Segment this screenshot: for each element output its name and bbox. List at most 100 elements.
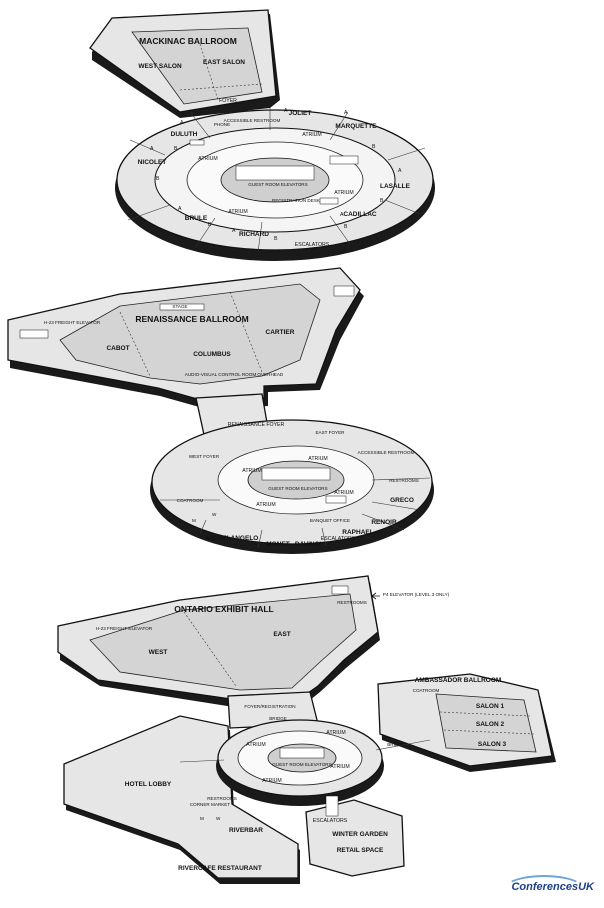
bridge-label-1: BRIDGE [269,716,287,721]
level-3: ONTARIO EXHIBIT HALL H-23 FREIGHT ELEVAT… [57,575,556,884]
rivercafe-label: RIVERCAFE RESTAURANT [178,865,262,872]
davinci-label: DAVINCI [295,541,321,548]
phone-label: PHONE [214,122,230,127]
columbus-label: COLUMBUS [193,351,231,358]
atrium-label-11: ATRIUM [330,764,350,770]
atrium-label-4: ATRIUM [228,209,248,215]
greco-label: GRECO [390,497,414,504]
cartier-label: CARTIER [266,329,295,336]
escalators-label: ESCALATORS [295,242,330,248]
level2-elevator-bank [261,467,331,481]
east-salon-label: EAST SALON [203,59,245,66]
lasalle-label: LASALLE [380,183,411,190]
restrooms-label-4: RESTROOMS [207,796,237,801]
bridge-label-2: BRIDGE [387,742,405,747]
monet-label: MONET [266,541,290,548]
p4-arrow-icon [371,592,380,600]
level2-stage [159,303,205,311]
room-a-brule: A [178,206,182,212]
atrium-label-3: ATRIUM [334,190,354,196]
room-b-cadillac: B [344,224,348,230]
escalators-label-2: ESCALATORS [321,536,356,542]
restroom-m-label-3: M [200,816,204,821]
guest-room-elevators-label-2: GUEST ROOM ELEVATORS [268,486,327,491]
room-a-joliet: A [284,108,288,114]
atrium-label-2: ATRIUM [302,132,322,138]
west-salon-label: WEST SALON [138,63,182,70]
banquet-office-label: BANQUET OFFICE [310,518,350,523]
guest-room-elevators-label-3: GUEST ROOM ELEVATORS [272,762,331,767]
room-b-richard: B [274,236,278,242]
room-b-lasalle: B [380,198,384,204]
marquette-label: MARQUETTE [335,123,377,130]
atrium-label-8: ATRIUM [256,502,276,508]
level2-renaissance-ballroom [59,283,321,385]
foyer-registration-label: FOYER/REGISTRATION [244,704,295,709]
renoir-label: RENOIR [371,519,397,526]
conferencesuk-logo: ConferencesUK [505,875,594,893]
duluth-label: DULUTH [171,131,198,138]
riverbar-label: RIVERBAR [229,827,263,834]
atrium-label-1: ATRIUM [198,156,218,162]
restrooms-label-2: RESTROOMS [389,478,419,483]
restroom-w-label-3: W [216,816,221,821]
brule-label: BRULE [185,215,208,222]
winter-garden-label: WINTER GARDEN [332,831,388,838]
salon-2-label: SALON 2 [476,721,505,728]
level3-ambassador-salons [435,693,537,753]
east-label: EAST [273,631,290,638]
freight-elevator-label-3: H-23 FREIGHT ELEVATOR [96,626,153,631]
p4-elevator-label: P4 ELEVATOR (LEVEL 3 ONLY) [383,592,450,597]
room-a-marquette: A [344,110,348,116]
level1-elevator-bank [235,165,315,181]
coatroom-label-2: COATROOM [177,498,204,503]
west-label: WEST [149,649,168,656]
restrooms-label-3: RESTROOMS [337,600,367,605]
east-foyer-label: EAST FOYER [315,430,345,435]
registration-desk-label: REGISTRATION DESK [272,198,321,203]
escalators-label-3: ESCALATORS [313,818,348,824]
foyer-label: FOYER [219,98,237,104]
level3-elevator-bank [279,747,325,759]
michelangelo-label: MICHELANGELO [206,535,259,542]
restroom-m-label-2: M [192,518,196,523]
level3-ontario-exhibit-hall [89,593,357,691]
level-1: MACKINAC BALLROOM WEST SALON EAST SALON … [89,9,435,261]
atrium-label-10: ATRIUM [326,730,346,736]
logo-swoosh-icon [505,875,584,901]
level-2: H-23 FREIGHT ELEVATOR STAGE RENAISSANCE … [7,267,434,554]
salon-3-label: SALON 3 [478,741,507,748]
room-b-brule: B [208,222,212,228]
hotel-lobby-label: HOTEL LOBBY [125,781,172,788]
ontario-exhibit-hall-label: ONTARIO EXHIBIT HALL [174,604,273,614]
ambassador-ballroom-label: AMBASSADOR BALLROOM [415,677,502,684]
room-a-richard: A [232,228,236,234]
atrium-label-6: ATRIUM [308,456,328,462]
richard-label: RICHARD [239,231,269,238]
room-b-nicolet: B [156,176,160,182]
accessible-restroom-label-2: ACCESSIBLE RESTROOM [358,450,415,455]
av-control-label: AUDIO-VISUAL CONTROL ROOM OVERHEAD [185,372,284,377]
atrium-label-12: ATRIUM [262,778,282,784]
room-b-duluth: B [174,146,178,152]
mackinac-ballroom-label: MACKINAC BALLROOM [139,36,237,46]
stage-label: STAGE [172,304,187,309]
atrium-label-5: ATRIUM [242,468,262,474]
west-foyer-label: WEST FOYER [189,454,220,459]
room-a-duluth: A [180,120,184,126]
room-a-lasalle: A [398,168,402,174]
joliet-label: JOLIET [289,110,312,117]
atrium-label-7: ATRIUM [334,490,354,496]
level3-winter-garden-floor [305,799,405,877]
freight-elevator-label: H-23 FREIGHT ELEVATOR [44,320,101,325]
level3-hotel-lobby-floor [63,715,299,879]
salon-1-label: SALON 1 [476,703,505,710]
renaissance-ballroom-label: RENAISSANCE BALLROOM [135,314,248,324]
accessible-restroom-label: ACCESSIBLE RESTROOM [224,118,281,123]
retail-space-label: RETAIL SPACE [337,847,384,854]
atrium-label-9: ATRIUM [246,742,266,748]
cabot-label: CABOT [106,345,129,352]
room-b-marquette: B [372,144,376,150]
level1-mackinac-ballroom [131,27,263,105]
